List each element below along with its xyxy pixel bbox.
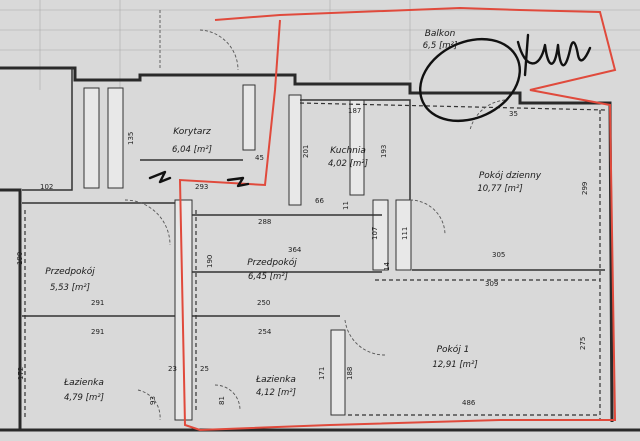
scribble-mark [226, 176, 250, 188]
dim-label: 25 [200, 365, 209, 373]
wall-column [372, 199, 389, 271]
dim-label: 187 [348, 107, 361, 115]
room-pokoj-dzienny-name: Pokój dzienny [479, 170, 542, 181]
dim-label: 135 [127, 132, 135, 145]
room-przedpokoj-left-name: Przedpokój [45, 266, 95, 277]
room-pokoj-1-name: Pokój 1 [437, 344, 470, 355]
dim-label: 111 [401, 227, 409, 240]
room-pokoj-1-area: 12,91 [m²] [432, 360, 477, 370]
dim-label: 66 [315, 197, 324, 205]
dim-label: 190 [16, 252, 24, 265]
room-lazienka-left-area: 4,79 [m²] [64, 393, 104, 403]
wall-column [242, 84, 256, 151]
dim-label: 291 [91, 299, 104, 307]
room-pokoj-dzienny-area: 10,77 [m²] [477, 184, 522, 194]
red-outline-annotation [178, 6, 617, 432]
room-korytarz-area: 6,04 [m²] [172, 145, 212, 155]
dim-label: 102 [40, 183, 53, 191]
dim-label: 171 [318, 367, 326, 380]
room-kuchnia-name: Kuchnia [330, 146, 366, 156]
dim-label: 193 [380, 145, 388, 158]
dim-label: 81 [218, 396, 226, 405]
dim-label: 201 [302, 145, 310, 158]
inner-walls [22, 84, 606, 421]
dim-label: 291 [91, 328, 104, 336]
dim-label: 309 [485, 280, 498, 288]
dim-label: 14 [383, 262, 391, 271]
dim-label: 11 [342, 201, 350, 210]
room-lazienka-center-area: 4,12 [m²] [256, 388, 296, 398]
room-przedpokoj-center-name: Przedpokój [247, 257, 297, 268]
room-balkon-name: Balkon [425, 29, 456, 39]
dim-label: 293 [195, 183, 208, 191]
wall-column [395, 199, 412, 271]
dim-label: 364 [288, 246, 302, 254]
room-przedpokoj-center-area: 6,45 [m²] [248, 272, 288, 282]
dim-label: 93 [149, 396, 157, 405]
handwritten-signature [516, 33, 592, 77]
dim-label: 107 [371, 227, 379, 240]
room-korytarz-name: Korytarz [173, 127, 211, 137]
door-swings [124, 10, 506, 421]
room-lazienka-center-name: Łazienka [255, 375, 296, 385]
dim-label: 188 [346, 367, 354, 380]
dim-label: 172 [17, 367, 25, 380]
room-balkon-area: 6,5 [m²] [423, 41, 458, 51]
dim-label: 299 [581, 182, 589, 195]
dimension-labels: 102 135 45 293 187 201 193 35 66 11 288 … [16, 107, 589, 407]
dim-label: 254 [258, 328, 272, 336]
room-kuchnia-area: 4,02 [m²] [328, 159, 368, 169]
dim-label: 23 [168, 365, 177, 373]
scribble-mark [148, 170, 172, 184]
dim-label: 288 [258, 218, 271, 226]
dim-label: 486 [462, 399, 476, 407]
dim-label: 35 [509, 110, 518, 118]
wall-column [288, 94, 302, 206]
wall-column [330, 329, 346, 416]
dim-label: 275 [579, 337, 587, 350]
room-przedpokoj-left-area: 5,53 [m²] [50, 283, 90, 293]
outer-walls [0, 66, 640, 432]
dim-label: 45 [255, 154, 264, 162]
wall-column [107, 87, 124, 189]
room-lazienka-left-name: Łazienka [63, 378, 104, 388]
dim-label: 250 [257, 299, 270, 307]
dim-label: 190 [206, 255, 214, 268]
wall-column [83, 87, 100, 189]
balkon-circle-annotation [419, 37, 521, 123]
dim-label: 305 [492, 251, 505, 259]
